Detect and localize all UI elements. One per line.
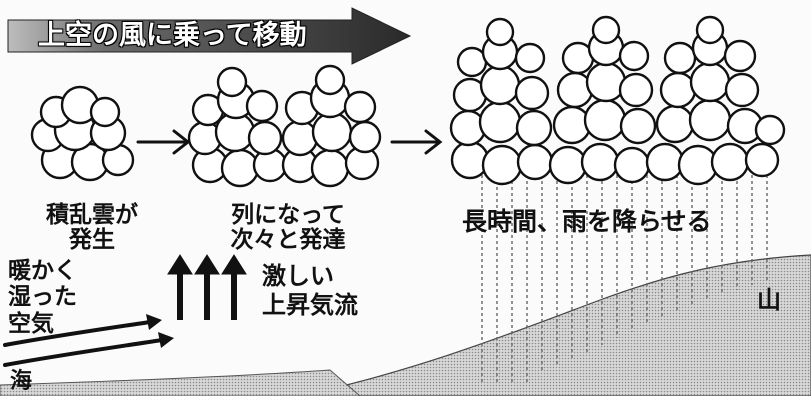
updraft-label: 激しい 上昇気流 — [262, 262, 358, 320]
mountain-slope — [299, 254, 811, 396]
cumulonimbus-cloud-line — [449, 15, 786, 186]
warm-air-label: 暖かく 湿った 空気 — [8, 258, 77, 337]
stage3-caption: 長時間、雨を降らせる — [462, 207, 712, 236]
warm-air-line2: 湿った — [8, 284, 77, 311]
warm-air-inflow-arrows — [3, 320, 164, 367]
stage1-caption-line1: 積乱雲が — [46, 202, 138, 228]
updraft-arrows — [167, 254, 247, 320]
cumulonimbus-cloud-pair — [187, 64, 382, 188]
sea-label: 海 — [10, 369, 33, 394]
updraft-line2: 上昇気流 — [262, 290, 358, 319]
sea-surface — [0, 369, 361, 396]
banner-arrow — [7, 7, 412, 65]
banner-title: 上空の風に乗って移動 — [38, 20, 307, 51]
mountain-label: 山 — [757, 286, 781, 314]
stage2-caption-line1: 列になって — [231, 202, 345, 228]
progression-arrow-2 — [390, 129, 443, 155]
updraft-line1: 激しい — [262, 262, 334, 290]
progression-arrow-1 — [136, 129, 191, 155]
stage1-caption-line2: 発生 — [69, 227, 115, 254]
warm-air-line3: 空気 — [8, 310, 54, 337]
rain-streaks — [481, 175, 768, 385]
inflow-arrowhead-lower — [158, 332, 174, 348]
warm-air-line1: 暖かく — [8, 258, 77, 284]
inflow-arrowhead-upper — [146, 314, 162, 330]
stage2-caption-line2: 次々と発達 — [230, 227, 346, 254]
cumulonimbus-cloud-small — [30, 85, 135, 182]
stage2-caption: 列になって 次々と発達 — [188, 202, 388, 254]
stage1-caption: 積乱雲が 発生 — [12, 202, 172, 254]
